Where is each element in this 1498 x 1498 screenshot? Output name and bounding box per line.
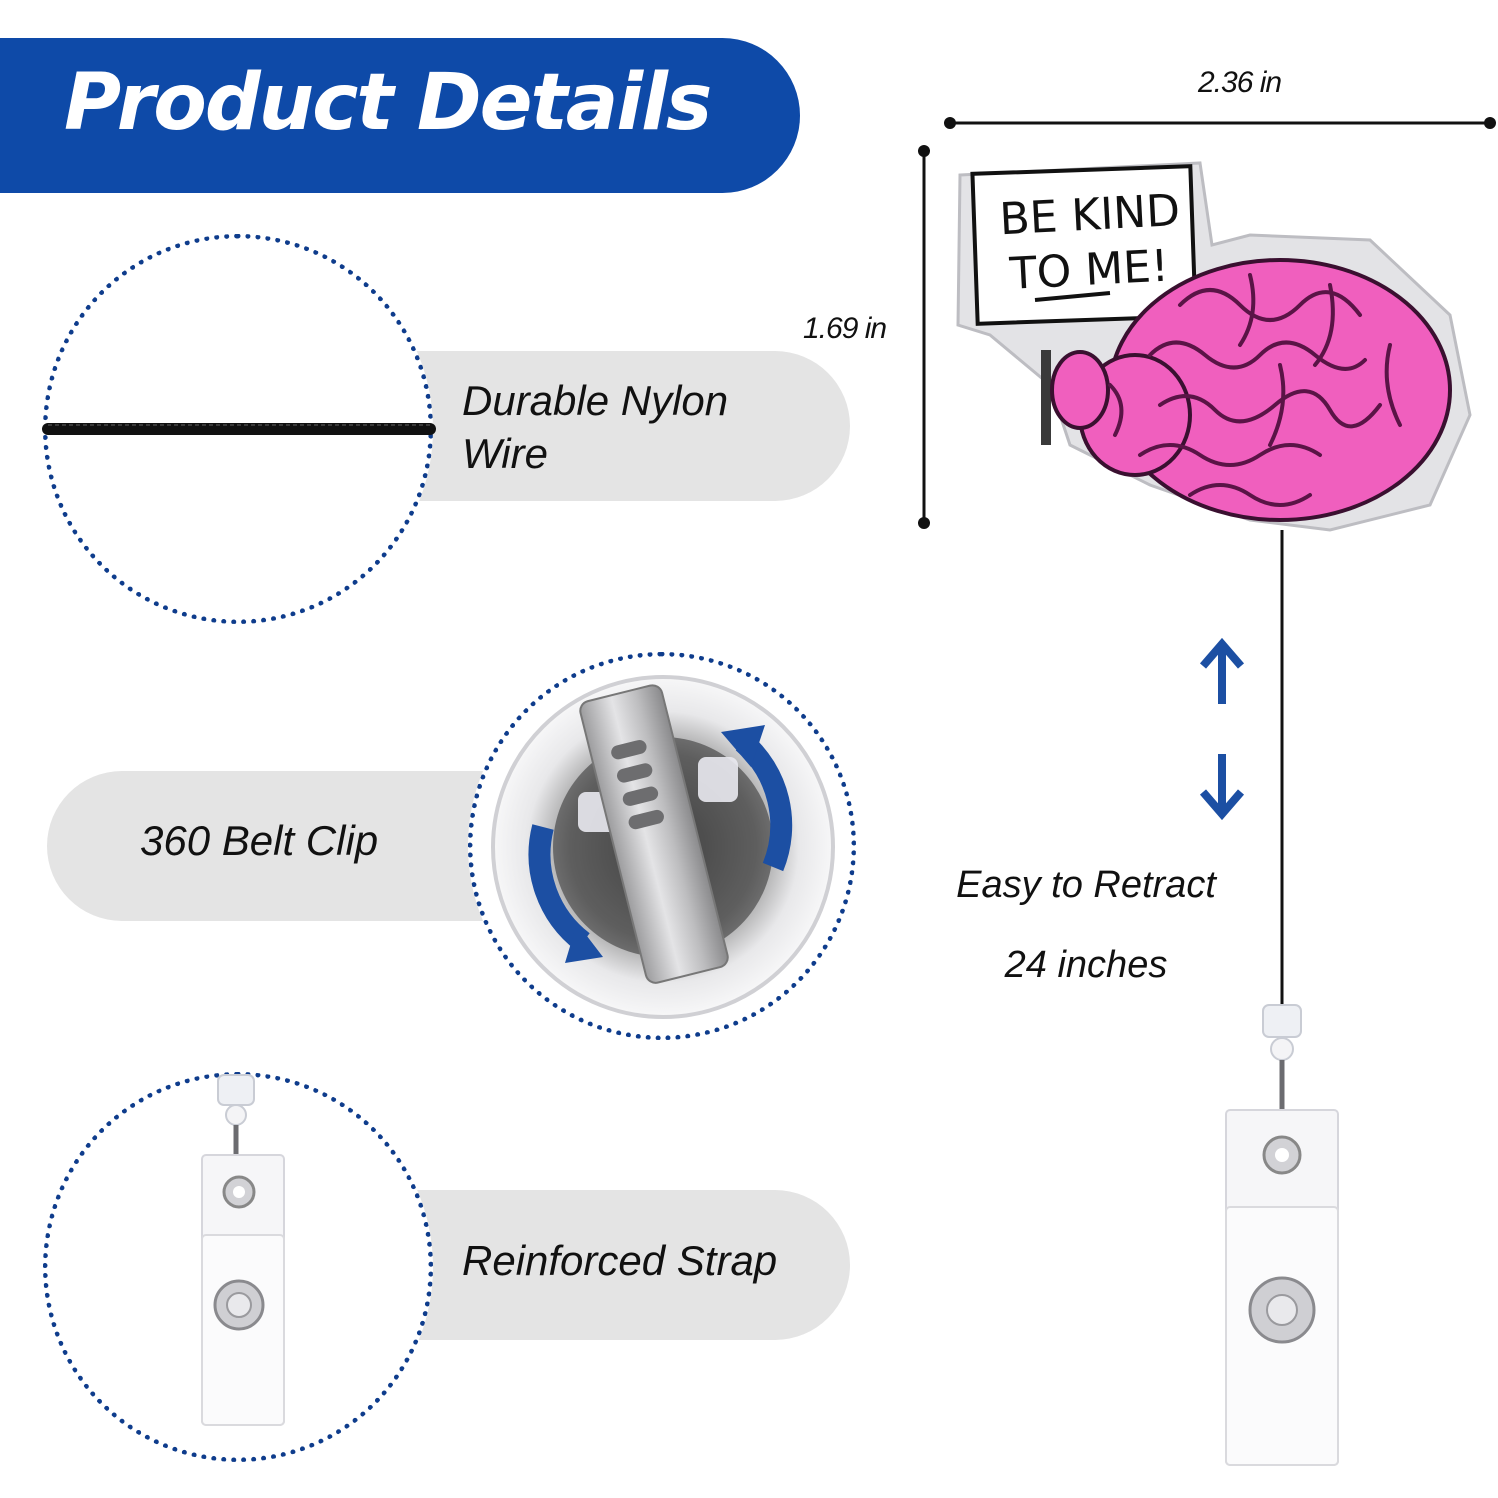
retract-cord xyxy=(1280,530,1284,1010)
strap-image xyxy=(201,1074,285,1426)
brain-badge-image: BE KIND TO ME! xyxy=(956,161,1472,532)
nylon-wire-image xyxy=(42,423,436,435)
reel-strap-image xyxy=(1225,1004,1339,1466)
wire-detail-circle xyxy=(42,234,436,624)
height-dimension-line xyxy=(918,145,930,529)
retract-length-label: 24 inches xyxy=(1004,944,1168,986)
clip-feature-label: 360 Belt Clip xyxy=(140,817,379,864)
arrow-down-icon xyxy=(1199,754,1245,821)
badge-sign-line2: TO ME! xyxy=(1008,241,1170,300)
strap-feature-label: Reinforced Strap xyxy=(462,1237,778,1284)
wire-feature-label: Durable Nylon Wire xyxy=(462,377,729,477)
badge-sign-line1: BE KIND xyxy=(998,185,1181,245)
height-dimension-label: 1.69 in xyxy=(803,312,887,345)
width-dimension-label: 2.36 in xyxy=(1198,66,1282,99)
rotate-arrows-icon xyxy=(528,725,793,963)
width-dimension-line xyxy=(944,117,1496,129)
retract-label: Easy to Retract xyxy=(956,864,1216,906)
header-banner xyxy=(0,38,800,193)
clip-detail-circle xyxy=(468,652,856,1040)
strap-detail-circle xyxy=(43,1072,433,1462)
page-title: Product Details xyxy=(64,58,712,148)
arrow-up-icon xyxy=(1199,637,1245,704)
